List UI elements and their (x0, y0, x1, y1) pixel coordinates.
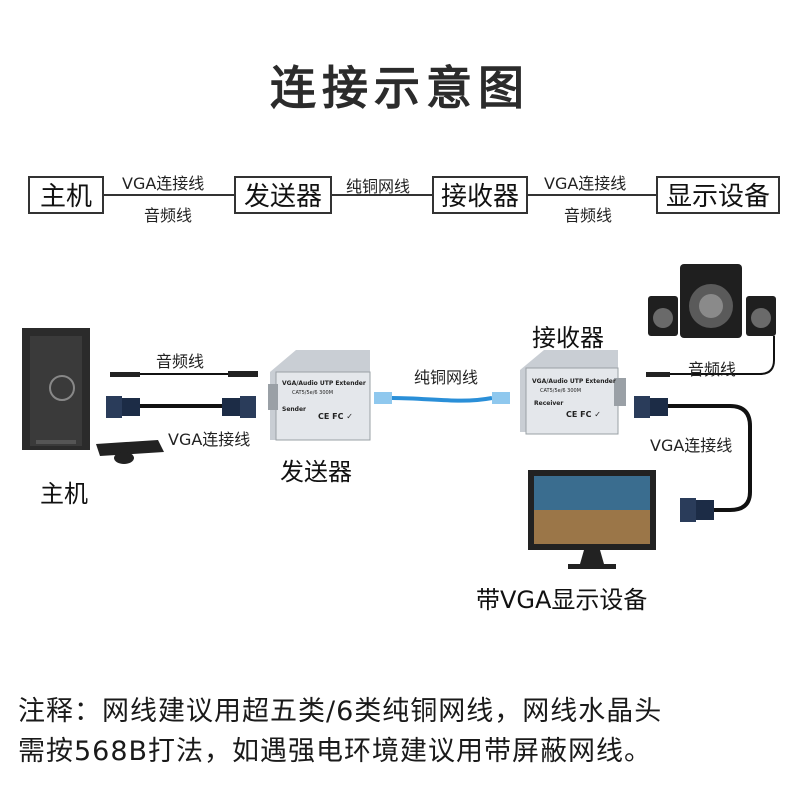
sender-device-sub: CAT5/5e/6 300M (292, 390, 333, 396)
left-audio-label: 音频线 (156, 348, 204, 372)
right-audio-label: 音频线 (688, 356, 736, 380)
right-vga-label: VGA连接线 (650, 432, 732, 456)
note: 注释：网线建议用超五类/6类纯铜网线，网线水晶头 需按568B打法，如遇强电环境… (18, 692, 788, 772)
receiver-device-title: VGA/Audio UTP Extender (532, 378, 616, 385)
sender-label: 发送器 (280, 452, 352, 487)
sender-device-name: Sender (282, 406, 306, 413)
receiver-label: 接收器 (532, 318, 604, 353)
receiver-device-sub: CAT5/5e/6 300M (540, 388, 581, 394)
mouse-icon (114, 452, 134, 464)
note-line-2: 需按568B打法，如遇强电环境建议用带屏蔽网线。 (18, 732, 788, 772)
left-vga-label: VGA连接线 (168, 426, 250, 450)
network-label: 纯铜网线 (414, 364, 478, 388)
network-cable (374, 392, 510, 404)
host-label: 主机 (40, 474, 88, 509)
speaker-icon (648, 264, 776, 338)
receiver-device-name: Receiver (534, 400, 563, 407)
monitor-label: 带VGA显示设备 (476, 580, 647, 615)
left-vga-cable (106, 396, 256, 418)
monitor-icon (528, 470, 656, 569)
sender-device-title: VGA/Audio UTP Extender (282, 380, 366, 387)
note-line-1: 注释：网线建议用超五类/6类纯铜网线，网线水晶头 (18, 692, 788, 732)
host-pc-icon (22, 328, 90, 450)
receiver-cert-marks: CE FC ✓ (566, 410, 601, 419)
sender-cert-marks: CE FC ✓ (318, 412, 353, 421)
